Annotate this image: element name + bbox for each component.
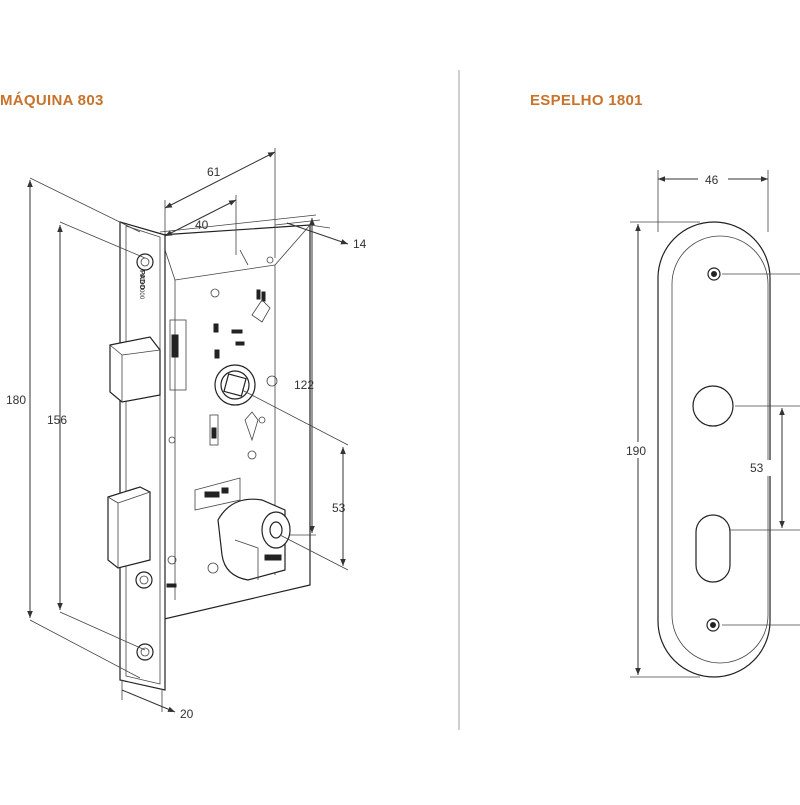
plate-key-slot	[695, 514, 731, 583]
dim-label-14: 14	[353, 237, 367, 251]
dim-line-20	[121, 689, 176, 713]
dim-label-180: 180	[6, 393, 26, 407]
faceplate-model-mark: 803 0000	[138, 274, 144, 300]
dim-label-61: 61	[207, 165, 221, 179]
plate-inner-outline	[671, 235, 769, 664]
dim-label-46: 46	[705, 173, 719, 187]
latch-bolt	[109, 336, 161, 403]
faceplate-screw-hole-bottom	[136, 643, 154, 661]
dim-label-122: 122	[294, 378, 314, 392]
plate-drawing: 46 190 53	[623, 170, 800, 678]
deadbolt	[107, 486, 151, 569]
dim-label-53-lock: 53	[332, 501, 346, 515]
faceplate-brand-mark: PADO	[138, 270, 145, 290]
plate-handle-hole	[692, 385, 734, 427]
faceplate-screw-hole-top	[136, 253, 154, 271]
title-espelho-1801: ESPELHO 1801	[530, 92, 643, 109]
dim-label-53-plate: 53	[750, 461, 764, 475]
euro-cylinder	[217, 498, 291, 581]
dim-line-61	[164, 151, 276, 209]
dim-label-156: 156	[47, 413, 67, 427]
dim-line-14	[286, 222, 349, 245]
plate-outer-outline	[657, 221, 771, 678]
faceplate-screw-hole-middle	[135, 571, 153, 589]
lock-drawing: PADO 803 0000 61	[6, 148, 367, 721]
dim-label-190: 190	[626, 444, 646, 458]
lock-internal-parts	[166, 256, 278, 588]
title-maquina-803: MÁQUINA 803	[0, 92, 104, 109]
dim-label-20: 20	[180, 707, 194, 721]
dim-label-40: 40	[195, 218, 209, 232]
handle-follower	[214, 364, 256, 406]
